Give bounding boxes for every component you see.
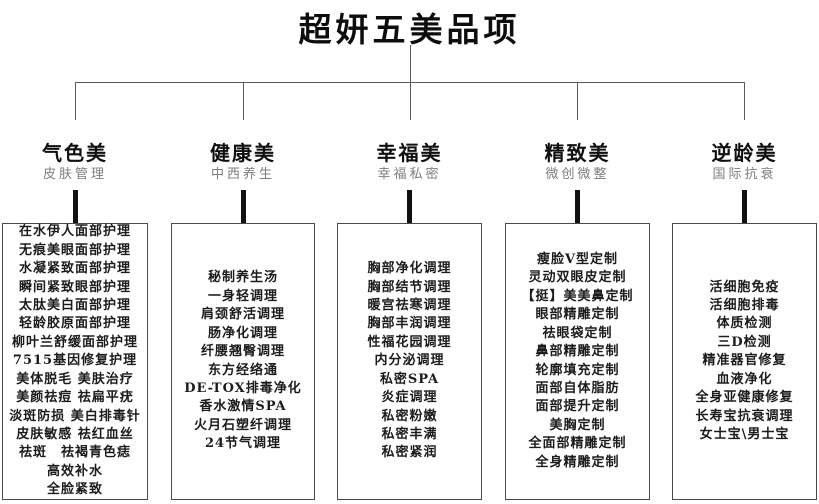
list-item: 暖宫祛寒调理 bbox=[367, 298, 452, 314]
category-name: 逆龄美 bbox=[711, 141, 778, 165]
list-item: 私密丰满 bbox=[381, 426, 438, 442]
list-item: 灵动双眼皮定制 bbox=[528, 270, 627, 286]
list-item: 私密紧润 bbox=[381, 445, 438, 461]
connector-tick bbox=[72, 190, 78, 223]
list-item: 香水激情SPA bbox=[199, 399, 287, 415]
list-item: 眼部精雕定制 bbox=[535, 307, 620, 323]
list-item: 活细胞排毒 bbox=[709, 298, 780, 314]
list-item: 一身轻调理 bbox=[207, 288, 278, 304]
list-item: 全脸紧致 bbox=[46, 482, 103, 498]
list-item: 美胸定制 bbox=[549, 417, 606, 433]
category-box: 秘制养生汤 一身轻调理 肩颈舒活调理 肠净化调理 纤腰翘臀调理 东方经络通 DE… bbox=[171, 223, 315, 500]
list-item: 轮廓填充定制 bbox=[535, 362, 620, 378]
list-item: 皮肤敏感 祛红血丝 bbox=[16, 426, 134, 442]
category-column-4: 精致美 微创微整 瘦脸V型定制 灵动双眼皮定制 【挺】美美鼻定制 眼部精雕定制 … bbox=[505, 140, 650, 500]
list-item: 私密SPA bbox=[379, 371, 440, 387]
list-item: 秘制养生汤 bbox=[207, 270, 278, 286]
list-item: 火月石塑纤调理 bbox=[193, 417, 292, 433]
list-item: DE-TOX排毒净化 bbox=[184, 380, 302, 396]
category-box: 在水伊人面部护理 无痕美眼面部护理 水凝紧致面部护理 瞬间紧致眼部护理 太肽美白… bbox=[2, 223, 148, 500]
category-name: 健康美 bbox=[210, 141, 276, 165]
connector-drop-5 bbox=[744, 82, 745, 120]
list-item: 美颜祛痘 祛扁平疣 bbox=[16, 390, 134, 406]
list-item: 血液净化 bbox=[716, 371, 773, 387]
list-item: 肠净化调理 bbox=[207, 325, 278, 341]
connector-tick bbox=[575, 190, 580, 223]
connector-drop-1 bbox=[75, 82, 76, 120]
list-item: 7515基因修复护理 bbox=[12, 353, 138, 369]
category-subtitle: 微创微整 bbox=[545, 167, 610, 182]
list-item: 【挺】美美鼻定制 bbox=[521, 288, 634, 304]
category-subtitle: 幸福私密 bbox=[377, 167, 442, 182]
connector-trunk bbox=[410, 45, 411, 82]
list-item: 瘦脸V型定制 bbox=[536, 252, 619, 268]
category-subtitle: 中西养生 bbox=[210, 167, 275, 182]
category-column-3: 幸福美 幸福私密 胸部净化调理 胸部结节调理 暖宫祛寒调理 胸部丰润调理 性福花… bbox=[337, 140, 482, 500]
category-column-1: 气色美 皮肤管理 在水伊人面部护理 无痕美眼面部护理 水凝紧致面部护理 瞬间紧致… bbox=[2, 140, 148, 500]
category-subtitle: 国际抗衰 bbox=[712, 167, 777, 182]
list-item: 胸部丰润调理 bbox=[367, 316, 452, 332]
list-item: 活细胞免疫 bbox=[709, 279, 780, 295]
list-item: 胸部结节调理 bbox=[367, 279, 452, 295]
list-item: 女士宝\男士宝 bbox=[699, 426, 790, 442]
list-item: 淡斑防损 美白排毒针 bbox=[9, 408, 141, 424]
list-item: 全身亚健康修复 bbox=[695, 390, 794, 406]
connector-tick bbox=[407, 190, 412, 223]
category-box: 胸部净化调理 胸部结节调理 暖宫祛寒调理 胸部丰润调理 性福花园调理 内分泌调理… bbox=[337, 223, 482, 500]
category-name: 精致美 bbox=[544, 141, 611, 165]
list-item: 炎症调理 bbox=[381, 390, 438, 406]
category-box: 活细胞免疫 活细胞排毒 体质检测 三D检测 精准器官修复 血液净化 全身亚健康修… bbox=[672, 223, 817, 500]
category-column-5: 逆龄美 国际抗衰 活细胞免疫 活细胞排毒 体质检测 三D检测 精准器官修复 血液… bbox=[672, 140, 817, 500]
category-subtitle: 皮肤管理 bbox=[42, 167, 107, 182]
list-item: 三D检测 bbox=[717, 334, 772, 350]
chart-title: 超妍五美品项 bbox=[298, 10, 521, 49]
list-item: 东方经络通 bbox=[207, 362, 278, 378]
category-name: 气色美 bbox=[42, 141, 108, 165]
list-item: 全面部精雕定制 bbox=[528, 436, 627, 452]
list-item: 内分泌调理 bbox=[374, 353, 445, 369]
connector-tick bbox=[240, 190, 246, 223]
list-item: 性福花园调理 bbox=[367, 334, 452, 350]
list-item: 美体脱毛 美肤治疗 bbox=[16, 371, 134, 387]
category-column-2: 健康美 中西养生 秘制养生汤 一身轻调理 肩颈舒活调理 肠净化调理 纤腰翘臀调理… bbox=[171, 140, 315, 500]
list-item: 水凝紧致面部护理 bbox=[18, 261, 131, 277]
connector-drop-2 bbox=[243, 82, 244, 120]
category-box: 瘦脸V型定制 灵动双眼皮定制 【挺】美美鼻定制 眼部精雕定制 祛眼袋定制 鼻部精… bbox=[505, 223, 650, 500]
connector-tick bbox=[742, 190, 747, 223]
list-item: 纤腰翘臀调理 bbox=[200, 344, 285, 360]
list-item: 无痕美眼面部护理 bbox=[18, 242, 131, 258]
list-item: 面部自体脂肪 bbox=[535, 380, 620, 396]
list-item: 24节气调理 bbox=[204, 436, 282, 452]
list-item: 祛斑 祛褐青色痣 bbox=[18, 445, 131, 461]
list-item: 精准器官修复 bbox=[702, 353, 787, 369]
list-item: 胸部净化调理 bbox=[367, 261, 452, 277]
list-item: 太肽美白面部护理 bbox=[18, 298, 131, 314]
list-item: 柳叶兰舒缓面部护理 bbox=[11, 334, 138, 350]
list-item: 面部提升定制 bbox=[535, 399, 620, 415]
list-item: 祛眼袋定制 bbox=[542, 325, 613, 341]
list-item: 轻龄胶原面部护理 bbox=[18, 316, 131, 332]
category-name: 幸福美 bbox=[376, 141, 443, 165]
list-item: 在水伊人面部护理 bbox=[18, 224, 131, 240]
list-item: 高效补水 bbox=[46, 463, 103, 479]
connector-drop-3 bbox=[410, 82, 411, 120]
list-item: 鼻部精雕定制 bbox=[535, 344, 620, 360]
list-item: 肩颈舒活调理 bbox=[200, 307, 285, 323]
list-item: 瞬间紧致眼部护理 bbox=[18, 279, 131, 295]
list-item: 私密粉嫩 bbox=[381, 408, 438, 424]
list-item: 长寿宝抗衰调理 bbox=[695, 408, 794, 424]
connector-drop-4 bbox=[577, 82, 578, 120]
list-item: 全身精雕定制 bbox=[535, 454, 620, 470]
list-item: 体质检测 bbox=[716, 316, 773, 332]
